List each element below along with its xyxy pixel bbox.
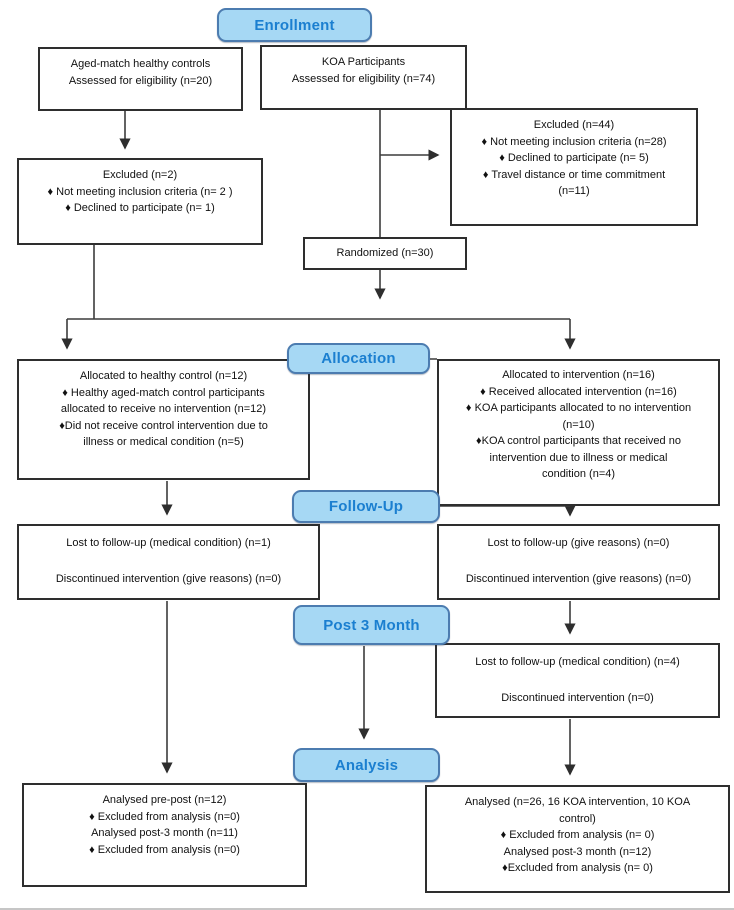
box-text-line: intervention due to illness or medical xyxy=(489,451,668,464)
stage-badge-post3month: Post 3 Month xyxy=(293,605,450,645)
box-text-line: Allocated to healthy control (n=12) xyxy=(79,370,248,382)
box-text-line: ♦ Received allocated intervention (n=16) xyxy=(480,385,677,398)
stage-label-followup: Follow-Up xyxy=(328,498,404,515)
box-text-line: KOA Participants xyxy=(321,56,406,68)
box-text-line: Lost to follow-up (medical condition) (n… xyxy=(475,656,680,668)
box-text-line: control) xyxy=(559,812,596,825)
box-text-line: ♦ Excluded from analysis (n=0) xyxy=(89,810,240,823)
box-text-line: illness or medical condition (n=5) xyxy=(83,436,244,448)
stage-label-allocation: Allocation xyxy=(321,350,396,367)
box-post3month-intervention: Lost to follow-up (medical condition) (n… xyxy=(435,643,720,718)
box-analysis-control: Analysed pre-post (n=12) ♦ Excluded from … xyxy=(22,783,307,887)
box-text-line: Discontinued intervention (give reasons)… xyxy=(465,572,692,585)
box-allocated-control: Allocated to healthy control (n=12) ♦ Hea… xyxy=(17,359,310,480)
box-text-line: ♦ Declined to participate (n= 1) xyxy=(65,202,215,214)
box-text-line: Allocated to intervention (n=16) xyxy=(502,369,655,381)
box-text-line: allocated to receive no intervention (n=… xyxy=(60,403,267,415)
box-text-line: Excluded (n=44) xyxy=(533,119,615,131)
box-text-line: (n=11) xyxy=(558,185,590,197)
box-text-line: (n=10) xyxy=(562,418,595,431)
box-text-line: ♦KOA control participants that received … xyxy=(476,435,681,447)
box-text-line: ♦ Declined to participate (n= 5) xyxy=(499,152,649,164)
box-text-line: ♦ Excluded from analysis (n= 0) xyxy=(500,829,655,841)
box-excluded-healthy: Excluded (n=2) ♦ Not meeting inclusion cr… xyxy=(17,158,263,245)
box-text-line: Analysed post-3 month (n=11) xyxy=(91,827,238,839)
box-text-line: ♦Excluded from analysis (n= 0) xyxy=(502,862,653,874)
stage-badge-allocation: Allocation xyxy=(287,343,430,374)
box-text-line: ♦Did not receive control intervention du… xyxy=(59,419,268,432)
box-text-line: condition (n=4) xyxy=(541,468,616,480)
box-text-line: Lost to follow-up (give reasons) (n=0) xyxy=(487,537,670,549)
box-text-line: Analysed (n=26, 16 KOA intervention, 10 … xyxy=(464,796,691,808)
box-text-line: Assessed for eligibility (n=74) xyxy=(291,72,436,85)
box-text-line: Discontinued intervention (give reasons)… xyxy=(55,572,282,585)
box-allocated-intervention: Allocated to intervention (n=16) ♦ Receiv… xyxy=(437,359,720,506)
stage-badge-followup: Follow-Up xyxy=(292,490,440,523)
box-text-line: ♦ Healthy aged-match control participant… xyxy=(62,386,265,399)
box-text-line: ♦ Not meeting inclusion criteria (n= 2 ) xyxy=(47,185,233,198)
stage-badge-analysis: Analysis xyxy=(293,748,440,782)
box-text-line: Aged-match healthy controls xyxy=(70,58,211,70)
box-text-line: Analysed pre-post (n=12) xyxy=(102,794,227,806)
box-text-line: Discontinued intervention (n=0) xyxy=(501,691,654,704)
box-text-line: Assessed for eligibility (n=20) xyxy=(68,74,213,87)
box-text-line: Analysed post-3 month (n=12) xyxy=(503,845,652,858)
box-randomized: Randomized (n=30) xyxy=(303,237,467,270)
box-text-line: ♦ Excluded from analysis (n=0) xyxy=(89,843,240,856)
box-followup-intervention: Lost to follow-up (give reasons) (n=0) Di… xyxy=(437,524,720,600)
box-text-line: ♦ Travel distance or time commitment xyxy=(482,168,666,181)
box-text-line: Lost to follow-up (medical condition) (n… xyxy=(66,537,271,549)
stage-label-post3month: Post 3 Month xyxy=(323,616,420,634)
box-text-line: ♦ KOA participants allocated to no inter… xyxy=(465,402,692,414)
box-text-line: ♦ Not meeting inclusion criteria (n=28) xyxy=(481,135,667,148)
box-followup-control: Lost to follow-up (medical condition) (n… xyxy=(17,524,320,600)
box-text-line: Excluded (n=2) xyxy=(102,169,178,181)
box-excluded-koa: Excluded (n=44) ♦ Not meeting inclusion c… xyxy=(450,108,698,226)
stage-label-enrollment: Enrollment xyxy=(254,16,335,34)
stage-label-analysis: Analysis xyxy=(334,756,399,774)
stage-badge-enrollment: Enrollment xyxy=(217,8,372,42)
box-text-line: Randomized (n=30) xyxy=(336,247,434,260)
box-analysis-intervention: Analysed (n=26, 16 KOA intervention, 10 … xyxy=(425,785,730,893)
